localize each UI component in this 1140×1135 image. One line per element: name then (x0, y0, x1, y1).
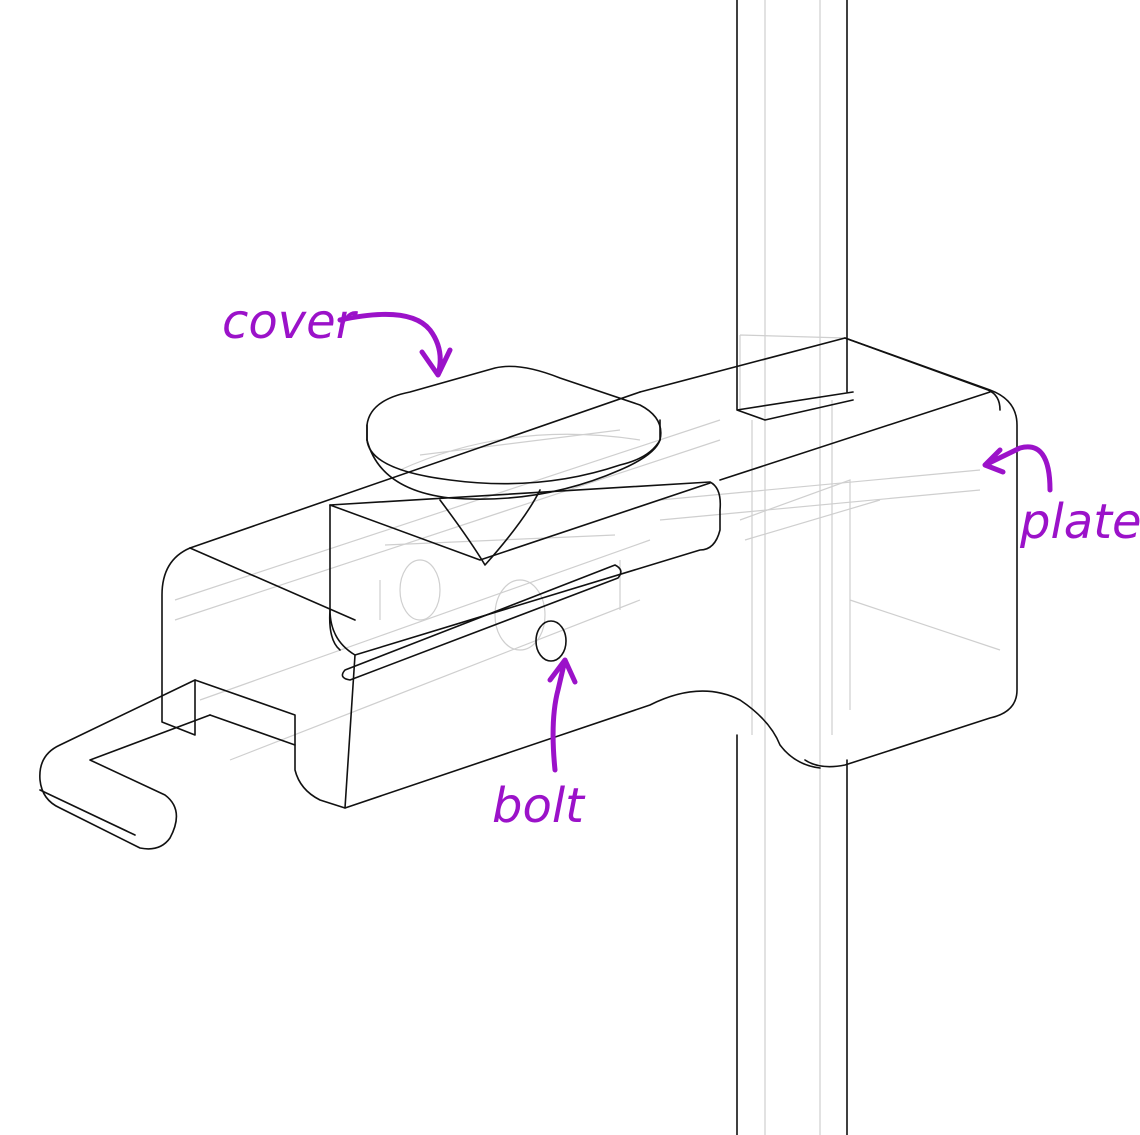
bolt-label: bolt (492, 778, 586, 834)
slider-bar (39, 679, 296, 850)
cover-label: cover (222, 294, 359, 350)
bolt-hole (535, 620, 567, 662)
body (161, 391, 821, 809)
plate-arrow-icon (982, 444, 1053, 493)
cover-arrow-icon (337, 311, 453, 378)
vertical-rail (736, 0, 854, 1135)
hidden-lines (174, 0, 1001, 1135)
cover (366, 365, 662, 500)
annotations: cover plate bolt (222, 294, 1140, 834)
plate (639, 337, 1018, 768)
bolt-arrow-icon (547, 657, 578, 773)
plate-label: plate (1019, 494, 1140, 550)
